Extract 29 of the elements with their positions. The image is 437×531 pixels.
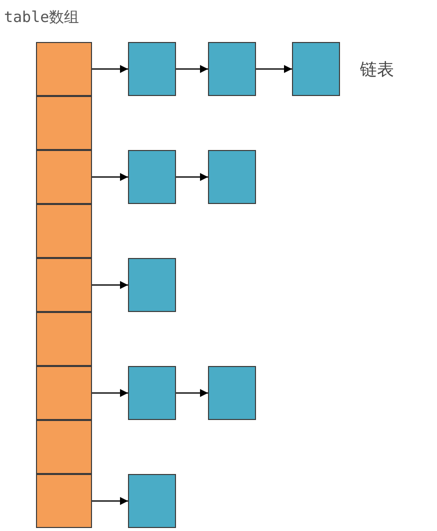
array-cell [36, 150, 92, 204]
array-cell [36, 258, 92, 312]
arrow [92, 173, 128, 181]
arrow [176, 65, 208, 73]
list-node-box [208, 42, 256, 96]
list-node-box [128, 258, 176, 312]
arrow [176, 173, 208, 181]
array-cell [36, 312, 92, 366]
list-node-box [128, 474, 176, 528]
array-cell [36, 366, 92, 420]
array-cell [36, 474, 92, 528]
arrow [92, 65, 128, 73]
arrow [92, 281, 128, 289]
array-label: table数组 [4, 8, 80, 27]
array-cell [36, 96, 92, 150]
arrow [92, 389, 128, 397]
array-cell [36, 42, 92, 96]
list-node-box [128, 366, 176, 420]
list-node-box [208, 150, 256, 204]
list-node-box [292, 42, 340, 96]
arrow [92, 497, 128, 505]
list-label: 链表 [360, 59, 394, 81]
array-cell [36, 420, 92, 474]
list-node-box [128, 42, 176, 96]
arrow [256, 65, 292, 73]
array-cell [36, 204, 92, 258]
list-node-box [208, 366, 256, 420]
list-node-box [128, 150, 176, 204]
arrow [176, 389, 208, 397]
